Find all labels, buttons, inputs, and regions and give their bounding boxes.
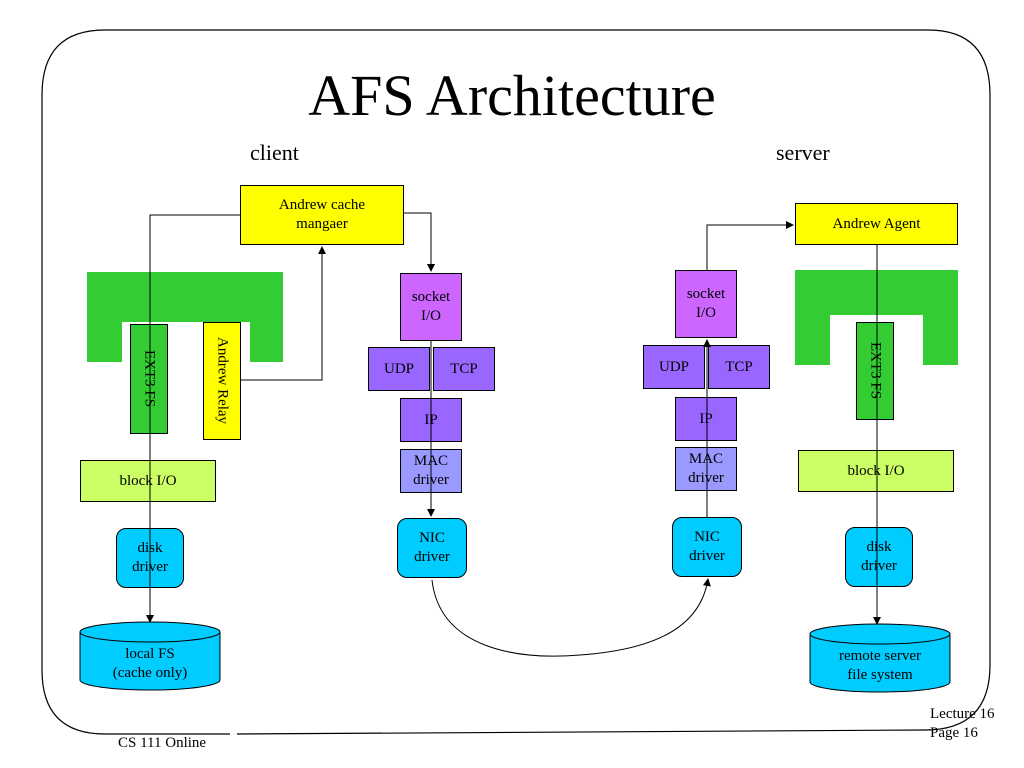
server-disk-driver-box: disk driver xyxy=(845,527,913,587)
server-nic-driver-box: NIC driver xyxy=(672,517,742,577)
client-mac-driver-box: MAC driver xyxy=(400,449,462,493)
client-socket-io-box: socket I/O xyxy=(400,273,462,341)
remote-fs-label: remote server file system xyxy=(838,648,922,683)
andrew-relay-box: Andrew Relay xyxy=(203,322,241,440)
server-mac-driver-box: MAC driver xyxy=(675,447,737,491)
server-label: server xyxy=(776,140,830,165)
client-ip-box: IP xyxy=(400,398,462,442)
client-kernel-shape-top xyxy=(87,272,283,322)
andrew-cache-manager-box: Andrew cache mangaer xyxy=(240,185,404,245)
server-tcp-box: TCP xyxy=(708,345,770,389)
page-title: AFS Architecture xyxy=(308,63,716,128)
client-nic-driver-box: NIC driver xyxy=(397,518,467,578)
course-footer: CS 111 Online xyxy=(118,735,207,751)
server-ip-box: IP xyxy=(675,397,737,441)
client-disk-driver-box: disk driver xyxy=(116,528,184,588)
client-udp-box: UDP xyxy=(368,347,430,391)
local-fs-label: local FS (cache only) xyxy=(112,646,188,681)
server-kernel-shape-right xyxy=(923,315,958,365)
server-socket-io-box: socket I/O xyxy=(675,270,737,338)
server-kernel-shape-left xyxy=(795,315,830,365)
client-tcp-box: TCP xyxy=(433,347,495,391)
client-ext3-fs-box: EXT3 FS xyxy=(130,324,168,434)
lecture-footer: Lecture 16 xyxy=(930,706,995,722)
client-block-io-box: block I/O xyxy=(80,460,216,502)
client-kernel-shape-right xyxy=(250,322,283,362)
server-udp-box: UDP xyxy=(643,345,705,389)
client-kernel-shape-left xyxy=(87,322,122,362)
andrew-agent-box: Andrew Agent xyxy=(795,203,958,245)
server-kernel-shape-top xyxy=(795,270,958,315)
client-label: client xyxy=(250,140,299,165)
server-block-io-box: block I/O xyxy=(798,450,954,492)
server-ext3-fs-box: EXT3 FS xyxy=(856,322,894,420)
page-footer: Page 16 xyxy=(930,725,978,741)
